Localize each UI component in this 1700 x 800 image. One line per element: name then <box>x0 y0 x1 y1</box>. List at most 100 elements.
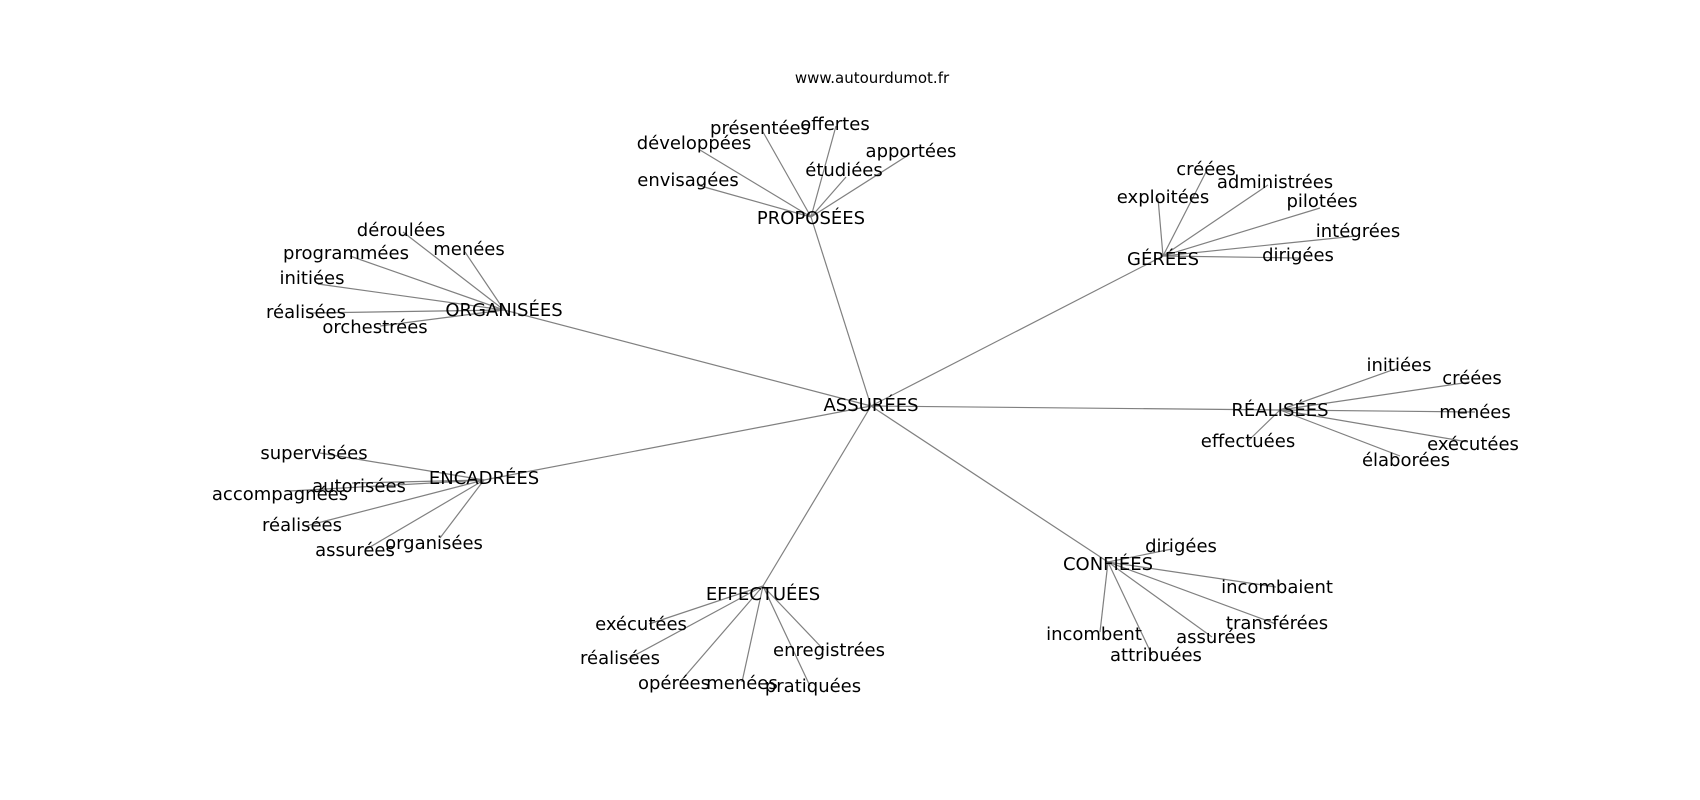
link-center-hub <box>503 309 872 407</box>
leaf-word: initiées <box>1367 355 1432 376</box>
leaf-word: assurées <box>315 540 395 561</box>
hub-word: CONFIÉES <box>1063 553 1153 575</box>
link-center-hub <box>483 405 872 481</box>
link-hub-word <box>1107 548 1173 563</box>
leaf-word: assurées <box>1176 627 1256 648</box>
link-hub-word <box>1107 561 1277 625</box>
link-hub-word <box>289 479 485 492</box>
hub-word: GÉRÉES <box>1127 248 1199 270</box>
link-center-hub <box>870 255 1164 407</box>
leaf-word: autorisées <box>312 476 406 497</box>
leaf-word: effectuées <box>1201 431 1295 452</box>
link-hub-word <box>627 585 764 660</box>
leaf-word: offertes <box>800 114 869 135</box>
link-center-hub <box>810 216 872 407</box>
link-hub-word <box>1279 409 1476 413</box>
link-hub-word <box>1162 171 1207 257</box>
link-hub-word <box>1162 255 1301 259</box>
leaf-word: menées <box>433 239 505 260</box>
leaf-word: créées <box>1176 159 1236 180</box>
leaf-word: incombent <box>1046 624 1142 645</box>
link-hub-word <box>351 479 485 484</box>
leaf-word: réalisées <box>580 648 660 669</box>
labels-layer: www.autourdumot.fr ASSURÉES PROPOSÉES pré… <box>212 69 1519 697</box>
leaf-word: pilotées <box>1286 191 1357 212</box>
link-hub-word <box>309 309 505 314</box>
leaf-word: orchestrées <box>322 317 427 338</box>
leaf-word: réalisées <box>262 515 342 536</box>
link-hub-word <box>810 125 837 218</box>
link-hub-word <box>1279 367 1399 411</box>
center-word: ASSURÉES <box>823 394 918 416</box>
hub-word: ORGANISÉES <box>445 299 562 321</box>
leaf-word: supervisées <box>260 443 367 464</box>
link-hub-word <box>1107 561 1213 638</box>
leaf-word: exploitées <box>1117 187 1209 208</box>
leaf-word: opérées <box>638 673 710 694</box>
leaf-word: menées <box>706 673 778 694</box>
leaf-word: apportées <box>866 141 957 162</box>
link-hub-word <box>1107 561 1277 588</box>
leaf-word: menées <box>1439 402 1511 423</box>
link-hub-word <box>1162 207 1321 257</box>
source-watermark: www.autourdumot.fr <box>795 69 950 87</box>
leaf-word: élaborées <box>1362 450 1450 471</box>
hub-word: PROPOSÉES <box>757 207 865 229</box>
leaf-word: créées <box>1442 368 1502 389</box>
link-center-hub <box>870 405 1109 563</box>
link-hub-word <box>810 176 847 218</box>
leaf-word: étudiées <box>805 160 883 181</box>
link-hub-word <box>1279 409 1469 443</box>
leaf-word: exécutées <box>1427 434 1519 455</box>
link-hub-word <box>1099 561 1109 633</box>
link-hub-word <box>699 149 812 218</box>
link-hub-word <box>741 585 764 683</box>
link-hub-word <box>810 153 911 218</box>
link-hub-word <box>1162 184 1269 257</box>
leaf-word: enregistrées <box>773 640 885 661</box>
links-layer <box>289 125 1476 687</box>
link-hub-word <box>696 184 812 218</box>
link-center-hub <box>762 405 872 587</box>
leaf-word: transférées <box>1226 613 1328 634</box>
link-hub-word <box>305 479 485 527</box>
link-center-hub <box>870 405 1281 411</box>
link-hub-word <box>1157 197 1164 257</box>
link-hub-word <box>319 452 485 481</box>
link-hub-word <box>1107 561 1153 656</box>
link-hub-word <box>317 283 505 311</box>
link-hub-word <box>648 585 764 625</box>
link-hub-word <box>762 585 825 651</box>
leaf-word: organisées <box>385 533 483 554</box>
hub-word: EFFECTUÉES <box>706 583 820 605</box>
leaf-word: développées <box>637 133 752 154</box>
link-hub-word <box>402 231 505 311</box>
link-hub-word <box>762 131 812 218</box>
leaf-word: initiées <box>280 268 345 289</box>
link-hub-word <box>464 251 505 311</box>
leaf-word: présentées <box>710 118 810 139</box>
link-hub-word <box>1279 381 1471 411</box>
link-hub-word <box>762 585 811 687</box>
leaf-word: déroulées <box>357 220 445 241</box>
leaf-word: administrées <box>1217 172 1333 193</box>
leaf-word: réalisées <box>266 302 346 323</box>
leaf-word: envisagées <box>637 170 739 191</box>
link-hub-word <box>679 585 764 683</box>
link-hub-word <box>439 479 485 539</box>
leaf-word: programmées <box>283 243 409 264</box>
leaf-word: dirigées <box>1262 245 1334 266</box>
link-hub-word <box>1247 409 1281 442</box>
link-hub-word <box>349 255 505 311</box>
leaf-word: exécutées <box>595 614 687 635</box>
hub-word: RÉALISÉES <box>1231 399 1328 421</box>
leaf-word: pratiquées <box>765 676 861 697</box>
leaf-word: intégrées <box>1316 221 1401 242</box>
link-hub-word <box>379 309 505 327</box>
leaf-word: accompagnées <box>212 484 348 505</box>
leaf-word: attribuées <box>1110 645 1202 666</box>
link-hub-word <box>1279 409 1401 457</box>
link-hub-word <box>364 479 485 551</box>
hub-word: ENCADRÉES <box>429 467 539 489</box>
